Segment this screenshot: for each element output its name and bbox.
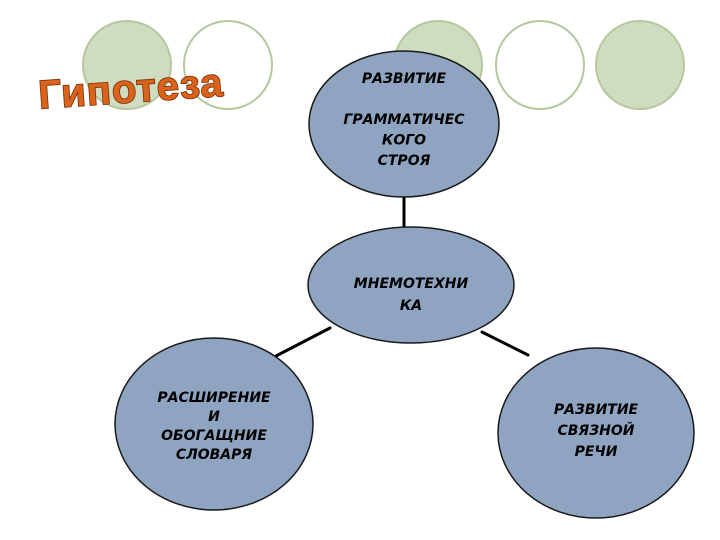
deco-circle-outline: [495, 20, 585, 110]
node-left-label: РАСШИРЕНИЕ И ОБОГАЩНИЕ СЛОВАРЯ: [157, 390, 271, 463]
node-left-label-line: РАСШИРЕНИЕ: [157, 390, 271, 406]
node-center-label: МНЕМОТЕХНИ КА: [354, 276, 469, 314]
node-right-label-line: РЕЧИ: [575, 444, 618, 460]
node-center-label-line: МНЕМОТЕХНИ: [354, 276, 469, 292]
node-top-shape: [308, 50, 500, 198]
node-left-shape: [114, 337, 314, 511]
node-right-label: РАЗВИТИЕ СВЯЗНОЙ РЕЧИ: [554, 402, 639, 460]
node-top-label-line: КОГО: [382, 133, 426, 149]
node-left-label-line: СЛОВАРЯ: [176, 447, 253, 463]
node-center-shape: [307, 226, 515, 344]
node-right-label-line: РАЗВИТИЕ: [554, 402, 639, 418]
node-top: РАЗВИТИЕ ГРАММАТИЧЕС КОГО СТРОЯ: [308, 50, 500, 198]
node-top-label-line: РАЗВИТИЕ: [362, 71, 447, 87]
connector-left: [274, 326, 332, 358]
node-top-label-line: СТРОЯ: [378, 153, 431, 169]
node-left-label-line: И: [208, 409, 220, 425]
node-left: РАСШИРЕНИЕ И ОБОГАЩНИЕ СЛОВАРЯ: [114, 337, 314, 511]
deco-circle-outline: [183, 20, 273, 110]
node-top-label: РАЗВИТИЕ ГРАММАТИЧЕС КОГО СТРОЯ: [343, 71, 465, 169]
node-center: МНЕМОТЕХНИ КА: [307, 226, 515, 344]
node-right-shape: [497, 347, 695, 519]
node-right: РАЗВИТИЕ СВЯЗНОЙ РЕЧИ: [497, 347, 695, 519]
page-title: Гипотеза: [37, 61, 225, 118]
node-top-label-line: ГРАММАТИЧЕС: [343, 112, 465, 128]
node-left-label-line: ОБОГАЩНИЕ: [161, 428, 267, 444]
decorative-circles: [82, 20, 685, 110]
connector-right: [480, 330, 530, 357]
deco-circle-filled: [82, 20, 172, 110]
deco-circle-filled: [595, 20, 685, 110]
node-right-label-line: СВЯЗНОЙ: [557, 422, 634, 439]
node-center-label-line: КА: [400, 298, 422, 314]
